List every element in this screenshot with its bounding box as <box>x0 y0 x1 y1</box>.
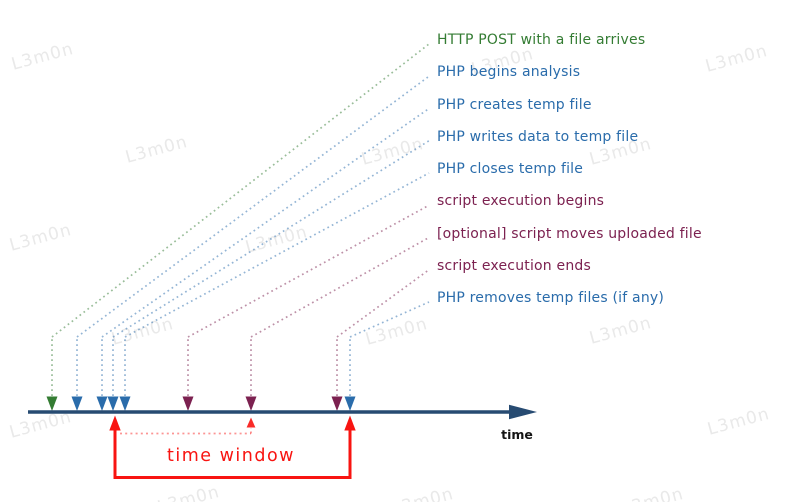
event-marker-arrow <box>71 396 83 411</box>
event-marker-arrow <box>344 396 356 411</box>
event-marker-arrow <box>245 396 257 411</box>
event-label-closes-temp: PHP closes temp file <box>437 161 584 177</box>
event-connector-diagonal <box>76 75 430 338</box>
event-label-writes-data: PHP writes data to temp file <box>437 128 639 145</box>
event-marker-arrow <box>119 396 131 411</box>
event-marker-arrow <box>46 396 58 411</box>
event-marker-arrow <box>182 396 194 411</box>
event-marker-arrow <box>331 396 343 411</box>
event-label-http-post: HTTP POST with a file arrives <box>437 32 646 48</box>
event-connector-diagonal <box>187 204 430 338</box>
event-label-begins-analysis: PHP begins analysis <box>437 64 581 81</box>
event-marker-arrow <box>96 396 108 411</box>
event-connector-diagonal <box>112 140 430 338</box>
time-window-label: time window <box>167 446 295 466</box>
time-window-end-arrow <box>344 415 356 431</box>
event-connector-diagonal <box>101 107 430 338</box>
event-marker-arrow <box>107 396 119 411</box>
time-window-start-arrow <box>109 415 121 431</box>
event-label-creates-temp: PHP creates temp file <box>437 96 592 113</box>
time-axis-label: time <box>501 427 533 442</box>
time-axis-arrowhead <box>509 404 537 420</box>
event-label-script-begins: script execution begins <box>437 193 605 210</box>
event-label-script-moves: [optional] script moves uploaded file <box>437 225 702 242</box>
time-window-bracket <box>113 428 352 479</box>
time-window-dotted-arrow <box>246 417 256 428</box>
event-label-script-ends: script execution ends <box>437 257 592 274</box>
event-label-removes-temp: PHP removes temp files (if any) <box>437 290 665 306</box>
